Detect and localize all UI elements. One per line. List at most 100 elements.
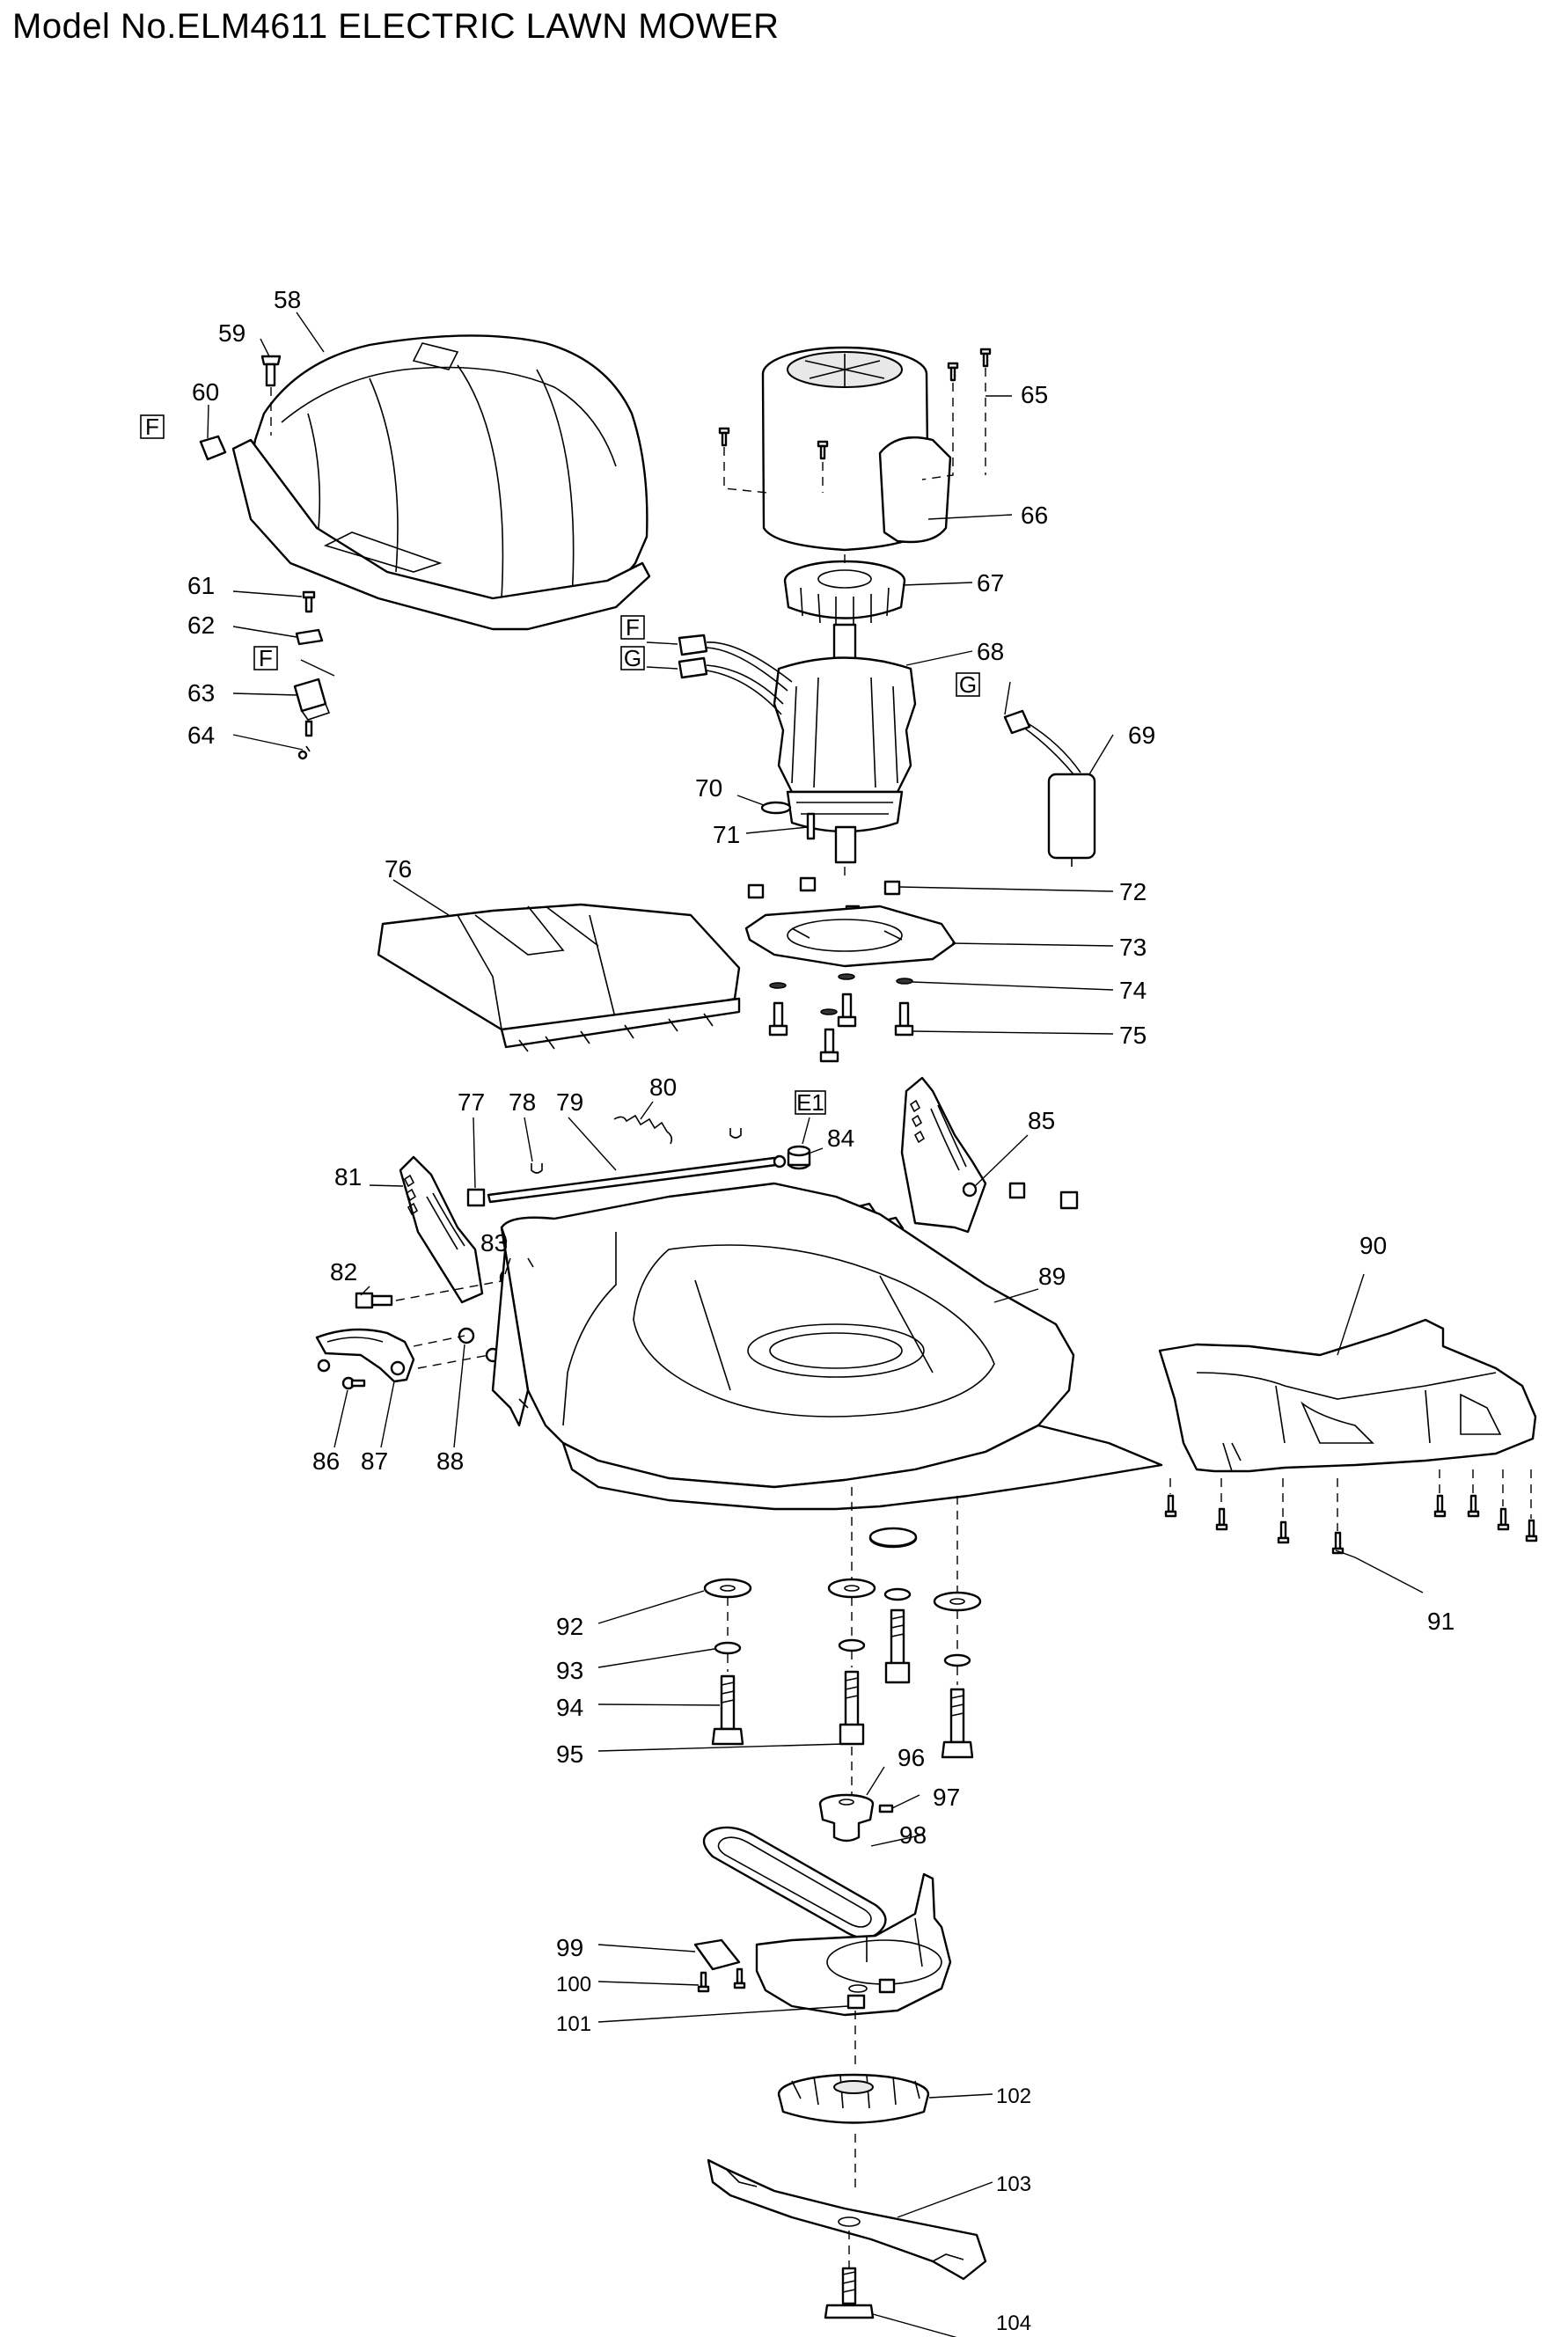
- svg-text:F: F: [259, 645, 273, 671]
- part-73-mount-plate[interactable]: [744, 905, 956, 968]
- svg-text:F: F: [145, 414, 159, 440]
- part-81-bracket-left[interactable]: [399, 1155, 484, 1304]
- callout-95: 95: [556, 1740, 583, 1768]
- callout-81: 81: [334, 1163, 362, 1190]
- callout-82: 82: [330, 1258, 357, 1286]
- part-91-screw[interactable]: [1164, 1469, 1538, 1555]
- part-61-screw[interactable]: [302, 590, 316, 613]
- leader-lines: [207, 311, 1424, 2337]
- part-62-clamp[interactable]: [295, 628, 324, 646]
- part-75-bolt[interactable]: [768, 993, 914, 1063]
- part-69-capacitor[interactable]: [1003, 709, 1096, 867]
- callout-83: 83: [480, 1229, 508, 1256]
- part-65-screw[interactable]: [718, 348, 992, 494]
- part-98-belt[interactable]: [702, 1826, 887, 1939]
- callout-69: 69: [1128, 722, 1155, 749]
- callout-86: 86: [312, 1447, 340, 1475]
- part-77-nut[interactable]: [466, 1188, 486, 1207]
- callout-60: 60: [192, 378, 219, 406]
- part-103-blade[interactable]: [707, 2158, 987, 2281]
- callout-96: 96: [898, 1744, 925, 1771]
- part-92-washer[interactable]: [703, 1527, 982, 1612]
- callout-72: 72: [1119, 878, 1147, 905]
- part-89-deck[interactable]: [491, 1182, 1163, 1511]
- part-97-set-screw[interactable]: [878, 1804, 894, 1813]
- svg-text:F: F: [626, 614, 640, 641]
- part-68-motor[interactable]: [773, 623, 917, 864]
- part-102-blade-adapter[interactable]: [777, 2073, 930, 2124]
- callout-104: 104: [996, 2311, 1031, 2335]
- part-66-motor-cover[interactable]: [761, 346, 952, 552]
- callout-103: 103: [996, 2172, 1031, 2196]
- callout-98: 98: [899, 1821, 927, 1849]
- connector-tag-f3: F: [620, 614, 645, 641]
- part-92-washer-top[interactable]: [868, 1527, 918, 1548]
- callout-89: 89: [1038, 1263, 1066, 1290]
- callout-78: 78: [509, 1088, 536, 1116]
- part-78-clip[interactable]: [531, 1128, 742, 1174]
- callout-58: 58: [274, 286, 301, 313]
- callout-99: 99: [556, 1934, 583, 1961]
- callout-85: 85: [1028, 1107, 1055, 1134]
- callout-90: 90: [1359, 1232, 1387, 1259]
- part-94-bolt[interactable]: [711, 1674, 974, 1759]
- callout-88: 88: [436, 1447, 464, 1475]
- callout-labels: 58 59 60 61 62 63 64 65 66 67 68 69 70 7…: [187, 286, 1454, 2335]
- part-90-rear-guard[interactable]: [1158, 1318, 1537, 1473]
- part-85-bracket-right[interactable]: [900, 1076, 987, 1234]
- callout-67: 67: [977, 569, 1004, 597]
- part-80-spring[interactable]: [613, 1114, 673, 1145]
- callout-94: 94: [556, 1694, 583, 1721]
- part-70-washer[interactable]: [760, 801, 792, 815]
- callout-63: 63: [187, 679, 215, 707]
- connector-tag-f1: F: [140, 414, 165, 440]
- part-82-bolt[interactable]: [355, 1292, 393, 1309]
- callout-62: 62: [187, 612, 215, 639]
- callout-80: 80: [649, 1073, 677, 1101]
- part-74-washer[interactable]: [769, 973, 913, 1015]
- callout-65: 65: [1021, 381, 1048, 408]
- callout-97: 97: [933, 1784, 960, 1811]
- callout-61: 61: [187, 572, 215, 599]
- part-87-bracket[interactable]: [315, 1328, 415, 1383]
- callout-92: 92: [556, 1613, 583, 1640]
- callout-84: 84: [827, 1125, 854, 1152]
- part-71-key[interactable]: [806, 812, 816, 840]
- connector-tag-g1: G: [620, 645, 645, 671]
- part-88-washer[interactable]: [413, 1327, 501, 1369]
- page-title: Model No.ELM4611 ELECTRIC LAWN MOWER: [12, 7, 780, 46]
- callout-100: 100: [556, 1973, 591, 1996]
- callout-79: 79: [556, 1088, 583, 1116]
- callout-59: 59: [218, 319, 245, 347]
- part-104-blade-bolt[interactable]: [824, 2267, 875, 2319]
- callout-70: 70: [695, 774, 722, 802]
- part-67-fan[interactable]: [783, 560, 906, 625]
- part-58-top-cover[interactable]: [231, 334, 651, 631]
- part-84-bushing[interactable]: [787, 1145, 811, 1170]
- connector-tag-e1: E1: [795, 1089, 826, 1116]
- fastener-centerlines: [727, 1487, 958, 1685]
- part-59-bolt[interactable]: [260, 355, 282, 436]
- callout-73: 73: [1119, 934, 1147, 961]
- part-60-clip[interactable]: [199, 435, 227, 461]
- callout-87: 87: [361, 1447, 388, 1475]
- part-76-rear-cover[interactable]: [377, 903, 741, 1052]
- part-99-belt-housing[interactable]: [693, 1872, 952, 2017]
- part-100-screw[interactable]: [697, 1967, 746, 1993]
- callout-76: 76: [385, 855, 412, 883]
- part-96-pulley[interactable]: [818, 1793, 875, 1842]
- part-95-bolt[interactable]: [839, 1608, 911, 1746]
- callout-93: 93: [556, 1657, 583, 1684]
- callout-101: 101: [556, 2012, 591, 2036]
- part-93-lock-washer[interactable]: [714, 1587, 971, 1667]
- callout-66: 66: [1021, 502, 1048, 529]
- callout-71: 71: [713, 821, 740, 848]
- callout-102: 102: [996, 2084, 1031, 2108]
- part-64-screw[interactable]: [297, 720, 313, 760]
- callout-75: 75: [1119, 1022, 1147, 1049]
- part-101-nut[interactable]: [846, 1978, 896, 2010]
- part-86-screw[interactable]: [317, 1359, 366, 1390]
- callout-91: 91: [1427, 1608, 1454, 1635]
- part-63-switch[interactable]: [293, 678, 331, 721]
